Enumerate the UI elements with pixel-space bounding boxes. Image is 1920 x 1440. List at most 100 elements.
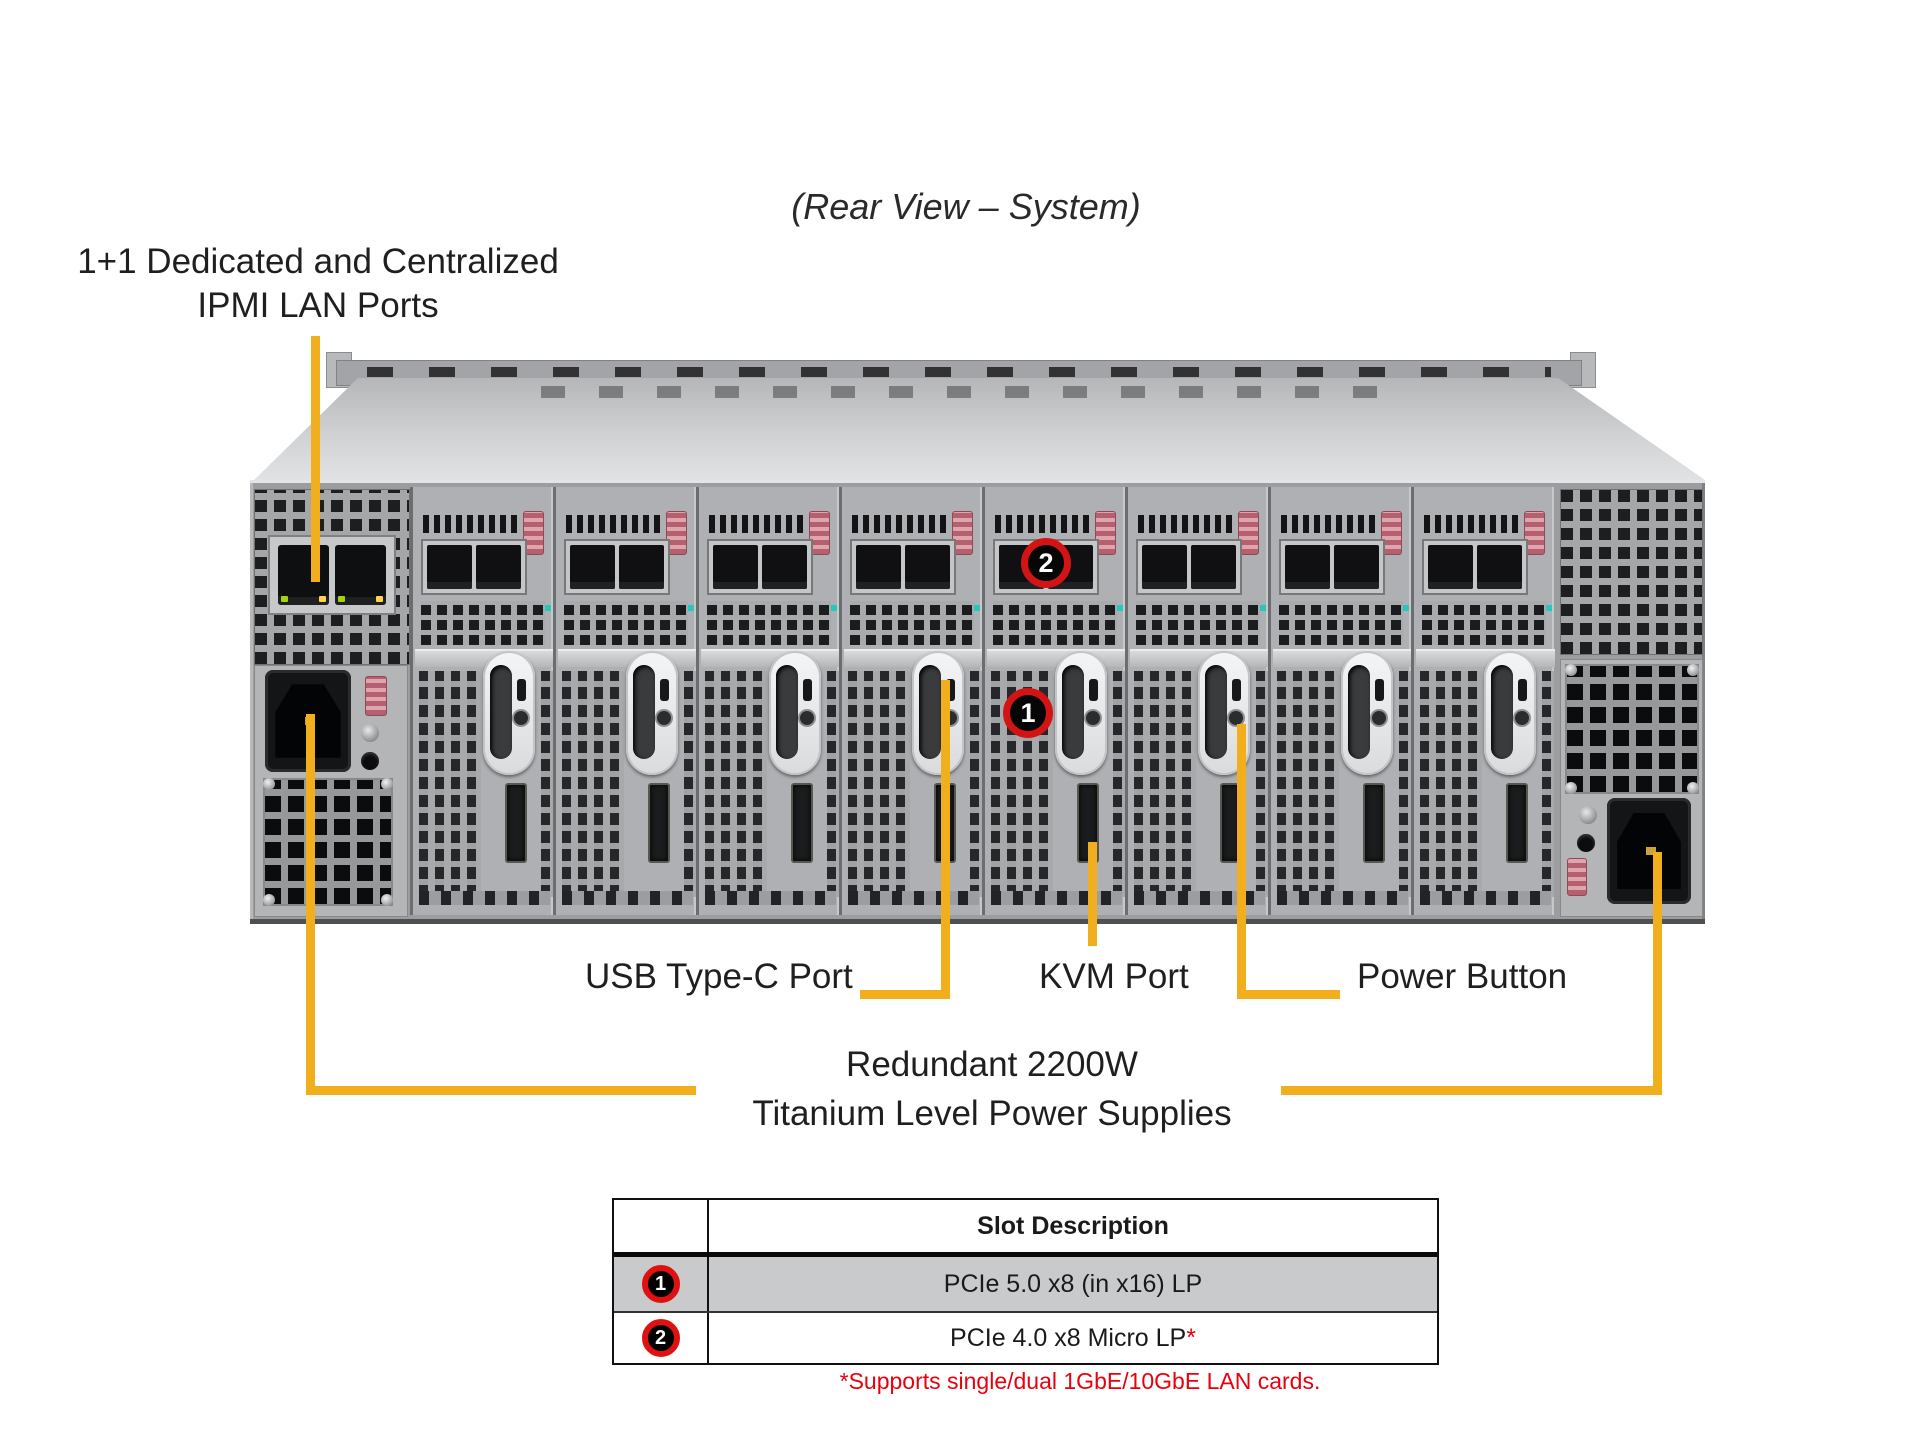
sled-mid-rail — [987, 649, 1126, 667]
psu-label-line2: Titanium Level Power Supplies — [752, 1094, 1232, 1133]
power-button — [800, 711, 814, 725]
kvm-port — [791, 783, 813, 863]
sled-vent-columns — [1113, 671, 1125, 897]
lan-led-green — [338, 596, 345, 602]
usb-c-port — [1375, 679, 1384, 701]
sled-vent-grid — [850, 601, 974, 645]
lan-led-green — [281, 596, 288, 602]
node-sled-6 — [1125, 487, 1269, 915]
sled-release-latch — [523, 511, 544, 555]
sled-handle — [769, 651, 821, 775]
sled-handle — [1055, 651, 1107, 775]
sled-vent-columns — [541, 671, 553, 897]
top-face-vents — [541, 386, 1385, 398]
sled-bottom-vents — [1277, 891, 1408, 905]
table-header-marker-cell — [614, 1200, 709, 1252]
table-header-label: Slot Description — [977, 1211, 1169, 1240]
sled-vent-strip — [1281, 515, 1379, 533]
power-supply-right — [1560, 659, 1703, 917]
marker-slot-1: 1 — [1003, 688, 1053, 738]
usb-c-port — [1518, 679, 1527, 701]
power-button-label: Power Button — [1357, 957, 1568, 996]
sled-handle — [912, 651, 964, 775]
grille-screw — [381, 778, 393, 790]
sled-vent-columns — [1277, 671, 1339, 897]
grille-screw — [1565, 782, 1577, 794]
sled-handle — [1484, 651, 1536, 775]
server-chassis — [250, 350, 1705, 924]
sled-lan-ports — [1136, 539, 1242, 595]
footnote: *Supports single/dual 1GbE/10GbE LAN car… — [839, 1368, 1321, 1394]
kvm-port — [1363, 783, 1385, 863]
row-marker-1: 1 — [641, 1265, 680, 1303]
usb-c-port — [517, 679, 526, 701]
sled-mid-rail — [701, 649, 840, 667]
sled-mid-rail — [1273, 649, 1412, 667]
sled-lan-ports — [564, 539, 670, 595]
sled-vent-columns — [419, 671, 481, 897]
psu-screw — [361, 724, 379, 742]
sled-bottom-vents — [848, 891, 979, 905]
sled-vent-grid — [1279, 601, 1403, 645]
sled-bottom-vents — [705, 891, 836, 905]
callout-line-psu-left-horizontal — [306, 1086, 696, 1095]
grille-screw — [1687, 782, 1699, 794]
node-sled-4 — [839, 487, 983, 915]
callout-line-power-vertical — [1237, 724, 1246, 999]
sled-bottom-vents — [1134, 891, 1265, 905]
sled-led — [545, 605, 551, 611]
sled-vent-columns — [1134, 671, 1196, 897]
sled-handle — [1341, 651, 1393, 775]
table-header-row: Slot Description — [614, 1200, 1437, 1257]
sled-led — [1403, 605, 1409, 611]
sled-vent-columns — [970, 671, 982, 897]
sled-vent-columns — [827, 671, 839, 897]
ipmi-label-line2: IPMI LAN Ports — [197, 286, 439, 325]
grille-screw — [381, 894, 393, 906]
slot-description: PCIe 4.0 x8 Micro LP — [950, 1323, 1187, 1352]
grille-screw — [1687, 664, 1699, 676]
handle-cutout — [776, 665, 798, 759]
handle-cutout — [490, 665, 512, 759]
grille-screw — [1565, 664, 1577, 676]
sled-led — [831, 605, 837, 611]
sled-mid-rail — [1416, 649, 1555, 667]
sled-lan-ports — [421, 539, 527, 595]
sled-vent-grid — [1422, 601, 1546, 645]
sled-release-latch — [666, 511, 687, 555]
table-row: 1 PCIe 5.0 x8 (in x16) LP — [614, 1257, 1437, 1313]
node-sled-8 — [1411, 487, 1555, 915]
power-button — [514, 711, 528, 725]
psu-label: Redundant 2200W Titanium Level Power Sup… — [692, 1040, 1292, 1138]
grille-screw — [263, 778, 275, 790]
node-sled-1 — [410, 487, 554, 915]
handle-cutout — [633, 665, 655, 759]
chassis-top-face — [254, 378, 1705, 480]
sled-vent-strip — [423, 515, 521, 533]
psu-button — [361, 752, 379, 770]
sled-led — [1260, 605, 1266, 611]
sled-led — [688, 605, 694, 611]
callout-line-psu-right-horizontal — [1281, 1086, 1662, 1095]
kvm-port-label: KVM Port — [1039, 957, 1189, 996]
sled-vent-columns — [1420, 671, 1482, 897]
sled-release-latch — [952, 511, 973, 555]
power-button — [1372, 711, 1386, 725]
handle-cutout — [1491, 665, 1513, 759]
kvm-port — [648, 783, 670, 863]
slot-description: PCIe 5.0 x8 (in x16) LP — [943, 1269, 1203, 1298]
grille-screw — [263, 894, 275, 906]
ac-inlet — [1607, 798, 1691, 904]
sled-lan-ports — [1279, 539, 1385, 595]
sled-led — [974, 605, 980, 611]
sled-release-latch — [1381, 511, 1402, 555]
handle-cutout — [1062, 665, 1084, 759]
sled-vent-columns — [1256, 671, 1268, 897]
kvm-port — [1506, 783, 1528, 863]
power-button-callout-target — [1229, 711, 1243, 725]
rear-vent-panel — [1560, 489, 1703, 655]
ipmi-lan-port-2 — [335, 545, 386, 605]
callout-line-ipmi — [311, 336, 320, 582]
lip-vent-slots — [367, 367, 1551, 377]
power-supply-left — [254, 665, 408, 917]
